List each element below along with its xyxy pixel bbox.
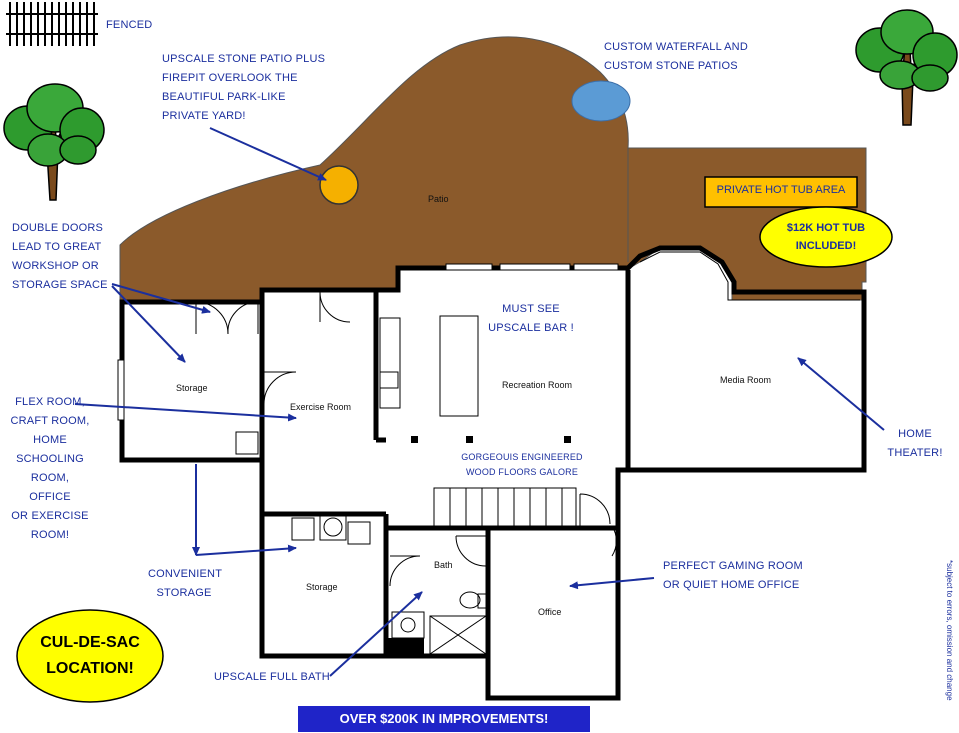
room-recreation: Recreation Room bbox=[502, 380, 573, 390]
label-must-see-bar: MUST SEE UPSCALE BAR ! bbox=[488, 303, 574, 334]
label-hot-tub-included: $12K HOT TUB INCLUDED! bbox=[786, 222, 866, 252]
label-wood-floors: GORGEOUIS ENGINEERED WOOD FLOORS GALORE bbox=[461, 452, 583, 477]
hot-tub-bubble bbox=[759, 206, 893, 268]
label-full-bath: UPSCALE FULL BATH bbox=[214, 671, 330, 683]
tree-icon-left bbox=[3, 83, 105, 201]
label-cul-de-sac: CUL-DE-SAC LOCATION! bbox=[40, 634, 140, 677]
cul-de-sac-bubble bbox=[16, 609, 164, 703]
room-office: Office bbox=[538, 607, 562, 617]
label-fenced: FENCED bbox=[106, 19, 153, 31]
firepit bbox=[319, 165, 359, 205]
house-walls bbox=[119, 245, 867, 701]
hot-tub-area-box bbox=[704, 176, 858, 208]
label-improvements: OVER $200K IN IMPROVEMENTS! bbox=[339, 711, 549, 726]
label-waterfall: CUSTOM WATERFALL AND CUSTOM STONE PATIOS bbox=[604, 41, 748, 72]
label-double-doors: DOUBLE DOORS LEAD TO GREAT WORKSHOP OR S… bbox=[12, 222, 108, 291]
room-storage-bottom: Storage bbox=[306, 582, 338, 592]
disclaimer: *subject to errors, omission and change bbox=[945, 560, 954, 701]
room-storage-left: Storage bbox=[176, 383, 208, 393]
fence-icon bbox=[6, 2, 98, 46]
room-bath: Bath bbox=[434, 560, 453, 570]
label-patio-firepit: UPSCALE STONE PATIO PLUS FIREPIT OVERLOO… bbox=[162, 53, 326, 122]
waterfall-pond bbox=[571, 80, 631, 122]
tree-icon-right bbox=[855, 9, 958, 126]
label-convenient-storage: CONVENIENT STORAGE bbox=[148, 568, 223, 599]
room-exercise: Exercise Room bbox=[290, 402, 352, 412]
room-media: Media Room bbox=[720, 375, 772, 385]
label-gaming-room: PERFECT GAMING ROOM OR QUIET HOME OFFICE bbox=[663, 560, 803, 591]
label-flex-room: FLEX ROOM, CRAFT ROOM, HOME SCHOOLING RO… bbox=[10, 396, 90, 541]
improvements-banner bbox=[298, 706, 590, 732]
label-home-theater: HOME THEATER! bbox=[887, 428, 943, 459]
label-hot-tub-area: PRIVATE HOT TUB AREA bbox=[716, 184, 846, 196]
room-patio: Patio bbox=[428, 194, 449, 204]
